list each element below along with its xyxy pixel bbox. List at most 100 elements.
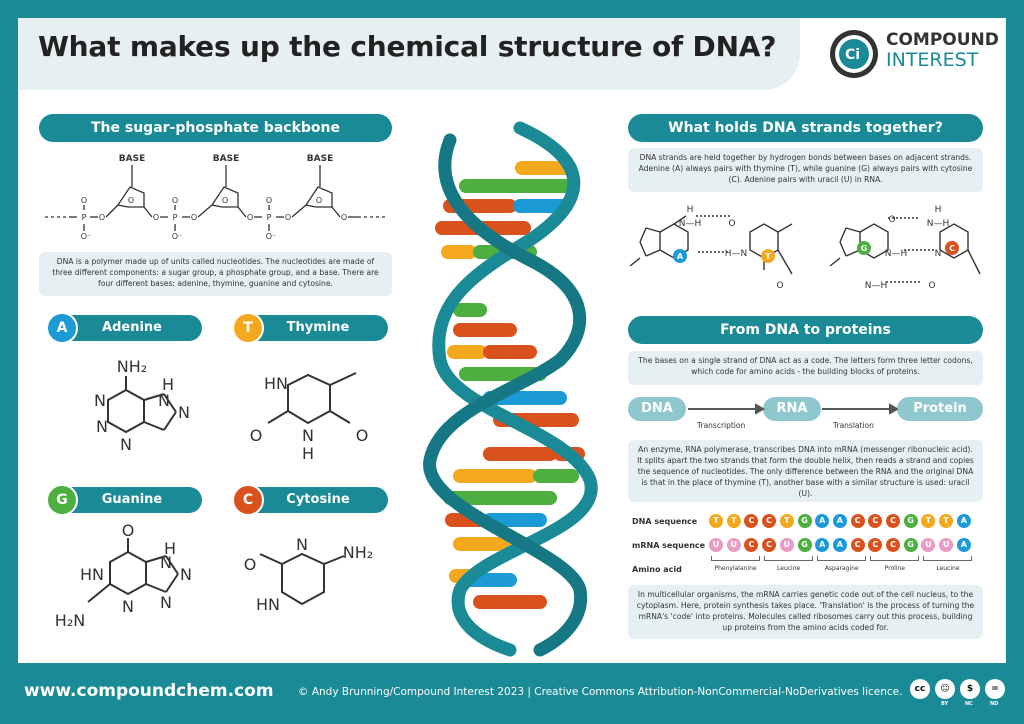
strands-heading: What holds DNA strands together? xyxy=(628,114,983,142)
mrna-nucleotide: C xyxy=(868,538,883,552)
adenine-badge: A xyxy=(46,312,78,344)
amino-acid: Asparagine xyxy=(824,565,859,572)
page-title: What makes up the chemical structure of … xyxy=(38,30,777,63)
nc-label: NC xyxy=(965,701,973,707)
svg-text:O: O xyxy=(81,196,87,205)
thymine-badge: T xyxy=(232,312,264,344)
dna-double-helix xyxy=(423,121,598,657)
svg-text:P: P xyxy=(173,213,178,222)
mrna-nucleotide: C xyxy=(850,538,865,552)
mrna-sequence-label: mRNA sequence xyxy=(632,541,706,550)
svg-text:N: N xyxy=(296,535,308,554)
footer-copyright: © Andy Brunning/Compound Interest 2023 |… xyxy=(298,686,903,698)
svg-text:N: N xyxy=(160,553,172,572)
svg-text:O: O xyxy=(266,196,272,205)
mrna-nucleotide: U xyxy=(709,538,723,552)
svg-text:O: O xyxy=(776,281,783,291)
flow-rna: RNA xyxy=(763,397,821,421)
svg-text:N: N xyxy=(178,403,190,422)
mrna-nucleotide: G xyxy=(797,538,812,552)
svg-text:N—H: N—H xyxy=(885,249,908,259)
svg-text:NH₂: NH₂ xyxy=(117,357,147,376)
strands-description: DNA strands are held together by hydroge… xyxy=(628,148,983,192)
svg-text:O: O xyxy=(316,196,322,205)
nc-icon: $ xyxy=(960,679,980,699)
nd-icon: = xyxy=(985,679,1005,699)
svg-text:C: C xyxy=(949,244,955,253)
dna-nucleotide: T xyxy=(726,514,741,528)
mrna-nucleotide: C xyxy=(744,538,759,552)
compound-interest-logo: Ci xyxy=(830,30,878,78)
cytosine-label: Cytosine xyxy=(248,487,388,513)
amino-acid: Leucine xyxy=(777,565,801,572)
svg-text:N: N xyxy=(94,391,106,410)
cc-icon: cc xyxy=(910,679,930,699)
svg-text:A: A xyxy=(677,252,684,261)
guanine-badge: G xyxy=(46,484,78,516)
amino-acid: Proline xyxy=(884,565,906,572)
backbone-heading: The sugar-phosphate backbone xyxy=(39,114,392,142)
base-label-2: BASE xyxy=(213,154,239,164)
dna-sequence-label: DNA sequence xyxy=(632,517,698,526)
svg-text:H—N: H—N xyxy=(725,249,748,259)
svg-text:O: O xyxy=(247,213,253,222)
mrna-nucleotide: C xyxy=(886,538,900,552)
footer-url[interactable]: www.compoundchem.com xyxy=(24,681,274,701)
svg-text:T: T xyxy=(765,252,771,261)
svg-text:NH₂: NH₂ xyxy=(343,543,373,562)
mrna-nucleotide: G xyxy=(903,538,918,552)
svg-text:H: H xyxy=(302,444,314,463)
svg-text:O: O xyxy=(285,213,291,222)
dna-nucleotide: C xyxy=(886,514,900,528)
svg-text:P: P xyxy=(82,213,87,222)
svg-text:O⁻: O⁻ xyxy=(81,232,92,241)
svg-text:N: N xyxy=(160,593,172,612)
guanine-label: Guanine xyxy=(62,487,202,513)
svg-text:O: O xyxy=(250,426,263,445)
svg-text:N: N xyxy=(122,597,134,616)
amino-acid-label: Amino acid xyxy=(632,565,682,574)
svg-text:O: O xyxy=(128,196,134,205)
codon-bracket xyxy=(817,556,867,561)
base-label-1: BASE xyxy=(119,154,145,164)
backbone-description: DNA is a polymer made up of units called… xyxy=(39,252,392,296)
svg-text:O: O xyxy=(728,219,735,229)
svg-text:H: H xyxy=(162,375,174,394)
mrna-nucleotide: A xyxy=(956,538,971,552)
dna-nucleotide: T xyxy=(939,514,954,528)
svg-text:O: O xyxy=(172,196,178,205)
mrna-nucleotide: A xyxy=(832,538,847,552)
svg-text:N—H: N—H xyxy=(927,219,950,229)
svg-text:O⁻: O⁻ xyxy=(172,232,183,241)
logo-line2: INTEREST xyxy=(886,49,979,71)
mrna-nucleotide: C xyxy=(762,538,777,552)
adenine-label: Adenine xyxy=(62,315,202,341)
by-label: BY xyxy=(941,701,949,707)
mrna-nucleotide: U xyxy=(939,538,954,552)
dna-nucleotide: C xyxy=(868,514,883,528)
dna-nucleotide: A xyxy=(815,514,830,528)
svg-text:HN: HN xyxy=(80,565,104,584)
dna-nucleotide: A xyxy=(956,514,971,528)
dna-nucleotide: C xyxy=(850,514,865,528)
dna-nucleotide: C xyxy=(762,514,777,528)
flow-arrows xyxy=(688,403,898,415)
dna-nucleotide: T xyxy=(709,514,723,528)
svg-text:O: O xyxy=(222,196,228,205)
mrna-nucleotide: U xyxy=(779,538,794,552)
codon-bracket xyxy=(870,556,920,561)
codon-bracket xyxy=(923,556,973,561)
svg-text:O⁻: O⁻ xyxy=(266,232,277,241)
proteins-intro: The bases on a single strand of DNA act … xyxy=(628,351,983,385)
svg-text:O: O xyxy=(341,213,347,222)
svg-text:HN: HN xyxy=(256,595,280,614)
svg-text:O: O xyxy=(191,213,197,222)
flow-dna: DNA xyxy=(628,397,686,421)
svg-text:O: O xyxy=(153,213,159,222)
helix-rungs xyxy=(435,161,585,609)
proteins-outro: In multicellular organisms, the mRNA car… xyxy=(628,585,983,639)
